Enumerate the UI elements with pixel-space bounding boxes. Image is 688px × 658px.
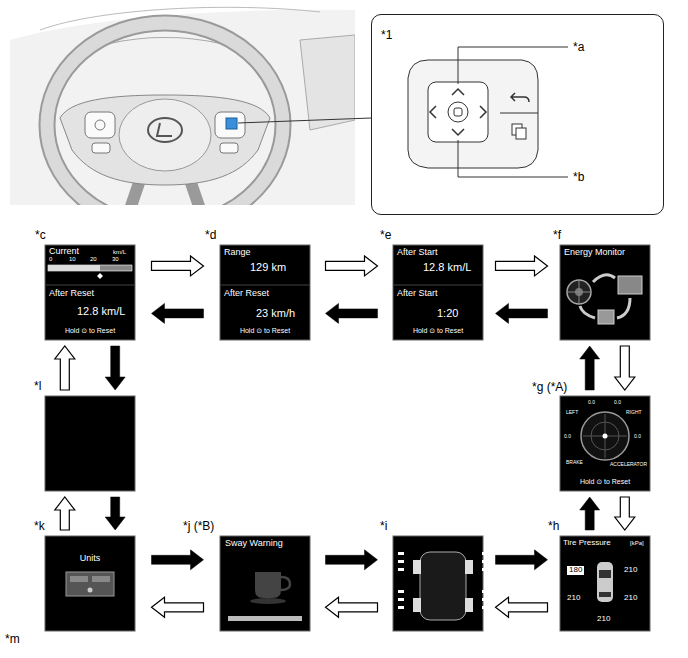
- callout-label: *e: [380, 229, 391, 242]
- screen-text: Current: [49, 247, 79, 257]
- screen-text: Hold ⊙ to Reset: [560, 478, 650, 486]
- screen-text: 210: [624, 566, 637, 575]
- screen-text: Hold ⊙ to Reset: [393, 327, 483, 335]
- screen-text: After Start: [397, 289, 438, 299]
- display-screen: *hTire Pressure[kPa]180210210210210: [560, 536, 650, 631]
- leader-line: [238, 118, 371, 123]
- solid-arrow: [580, 346, 600, 390]
- display-screen: *i: [393, 536, 483, 631]
- display-screen: *fEnergy Monitor: [560, 245, 650, 340]
- callout-label: *a: [573, 41, 584, 54]
- callout-label: *i: [380, 520, 387, 533]
- solid-arrow: [580, 497, 600, 530]
- callout-label: *f: [553, 229, 561, 242]
- solid-arrow: [496, 550, 548, 570]
- screen-text: 1:20: [437, 307, 458, 319]
- callout-label: *g (*A): [532, 381, 567, 394]
- outline-arrow: [55, 497, 75, 530]
- screen-text: After Start: [397, 248, 438, 258]
- display-screen: *cCurrentkm/L0102030After Reset12.8 km/L…: [45, 245, 135, 340]
- screen-graphics: [46, 265, 642, 621]
- outline-arrow: [326, 597, 378, 617]
- screen-text: 0.0: [588, 400, 595, 406]
- screen-text: Hold ⊙ to Reset: [220, 327, 310, 335]
- screen-text: 180: [567, 566, 584, 575]
- callout-label: *c: [35, 229, 46, 242]
- screen-text: km/L: [113, 249, 126, 256]
- screen-text: [kPa]: [630, 540, 644, 547]
- outline-arrow: [152, 597, 204, 617]
- screen-text: 0.0: [634, 434, 641, 440]
- screen-text: Energy Monitor: [564, 248, 625, 258]
- solid-arrow: [326, 303, 378, 323]
- screen-text: 23 km/h: [256, 307, 295, 319]
- screen-text: 129 km: [250, 261, 286, 273]
- solid-arrow: [152, 303, 204, 323]
- screen-text: 10: [69, 256, 76, 263]
- solid-arrow: [496, 303, 548, 323]
- callout-label: *1: [381, 29, 392, 42]
- screen-text: BRAKE: [566, 460, 583, 466]
- screen-text: After Reset: [49, 289, 94, 299]
- switch-illustration: [408, 60, 538, 168]
- screen-text: Units: [45, 554, 135, 564]
- outline-arrow: [615, 346, 635, 390]
- screen-text: LEFT: [566, 410, 578, 416]
- outline-arrow: [615, 497, 635, 530]
- screen-text: 12.8 km/L: [77, 305, 125, 317]
- screen-text: Tire Pressure: [563, 539, 611, 548]
- screen-text: 0.0: [614, 400, 621, 406]
- screen-text: 210: [624, 594, 637, 603]
- callout-frame: *1 *a *b: [371, 14, 664, 215]
- callout-label: *b: [573, 171, 584, 184]
- screen-text: 0.0: [564, 434, 571, 440]
- screen-text: 210: [567, 594, 580, 603]
- outline-arrow: [496, 597, 548, 617]
- leader-line: [458, 140, 568, 177]
- screen-text: 0: [49, 256, 52, 263]
- screen-text: After Reset: [224, 289, 269, 299]
- display-screen: *kUnits: [45, 536, 135, 631]
- screen-text: RIGHT: [626, 410, 642, 416]
- outline-arrow: [152, 256, 204, 276]
- outline-arrow: [496, 256, 548, 276]
- callout-label: *k: [34, 520, 45, 533]
- callout-label: *l: [34, 380, 41, 393]
- screen-text: Hold ⊙ to Reset: [45, 327, 135, 335]
- screen-text: Range: [224, 248, 251, 258]
- callout-label: *m: [5, 633, 20, 646]
- solid-arrow: [152, 550, 204, 570]
- callout-label: *d: [205, 229, 216, 242]
- display-screen: *l: [45, 396, 135, 491]
- callout-label: *h: [548, 520, 559, 533]
- screen-text: 20: [90, 256, 97, 263]
- screen-text: 210: [597, 615, 610, 624]
- display-screens: [45, 245, 650, 631]
- solid-arrow: [326, 550, 378, 570]
- display-screen: *g (*A)LEFTRIGHTBRAKEACCELERATOR0.00.00.…: [560, 396, 650, 491]
- display-screen: *j (*B)Sway Warning: [220, 536, 310, 631]
- screen-text: Sway Warning: [225, 539, 283, 549]
- steering-wheel-illustration: [10, 7, 355, 205]
- solid-arrow: [105, 497, 125, 530]
- leader-line: [458, 47, 568, 84]
- display-screen: *eAfter Start12.8 km/LAfter Start1:20Hol…: [393, 245, 483, 340]
- outline-arrow: [55, 346, 75, 390]
- screen-text: 12.8 km/L: [423, 261, 471, 273]
- outline-arrow: [326, 256, 378, 276]
- screen-text: 30: [112, 256, 119, 263]
- callout-label: *j (*B): [183, 520, 214, 533]
- display-screen: *dRange129 kmAfter Reset23 km/hHold ⊙ to…: [220, 245, 310, 340]
- solid-arrow: [105, 346, 125, 390]
- screen-text: ACCELERATOR: [610, 462, 647, 468]
